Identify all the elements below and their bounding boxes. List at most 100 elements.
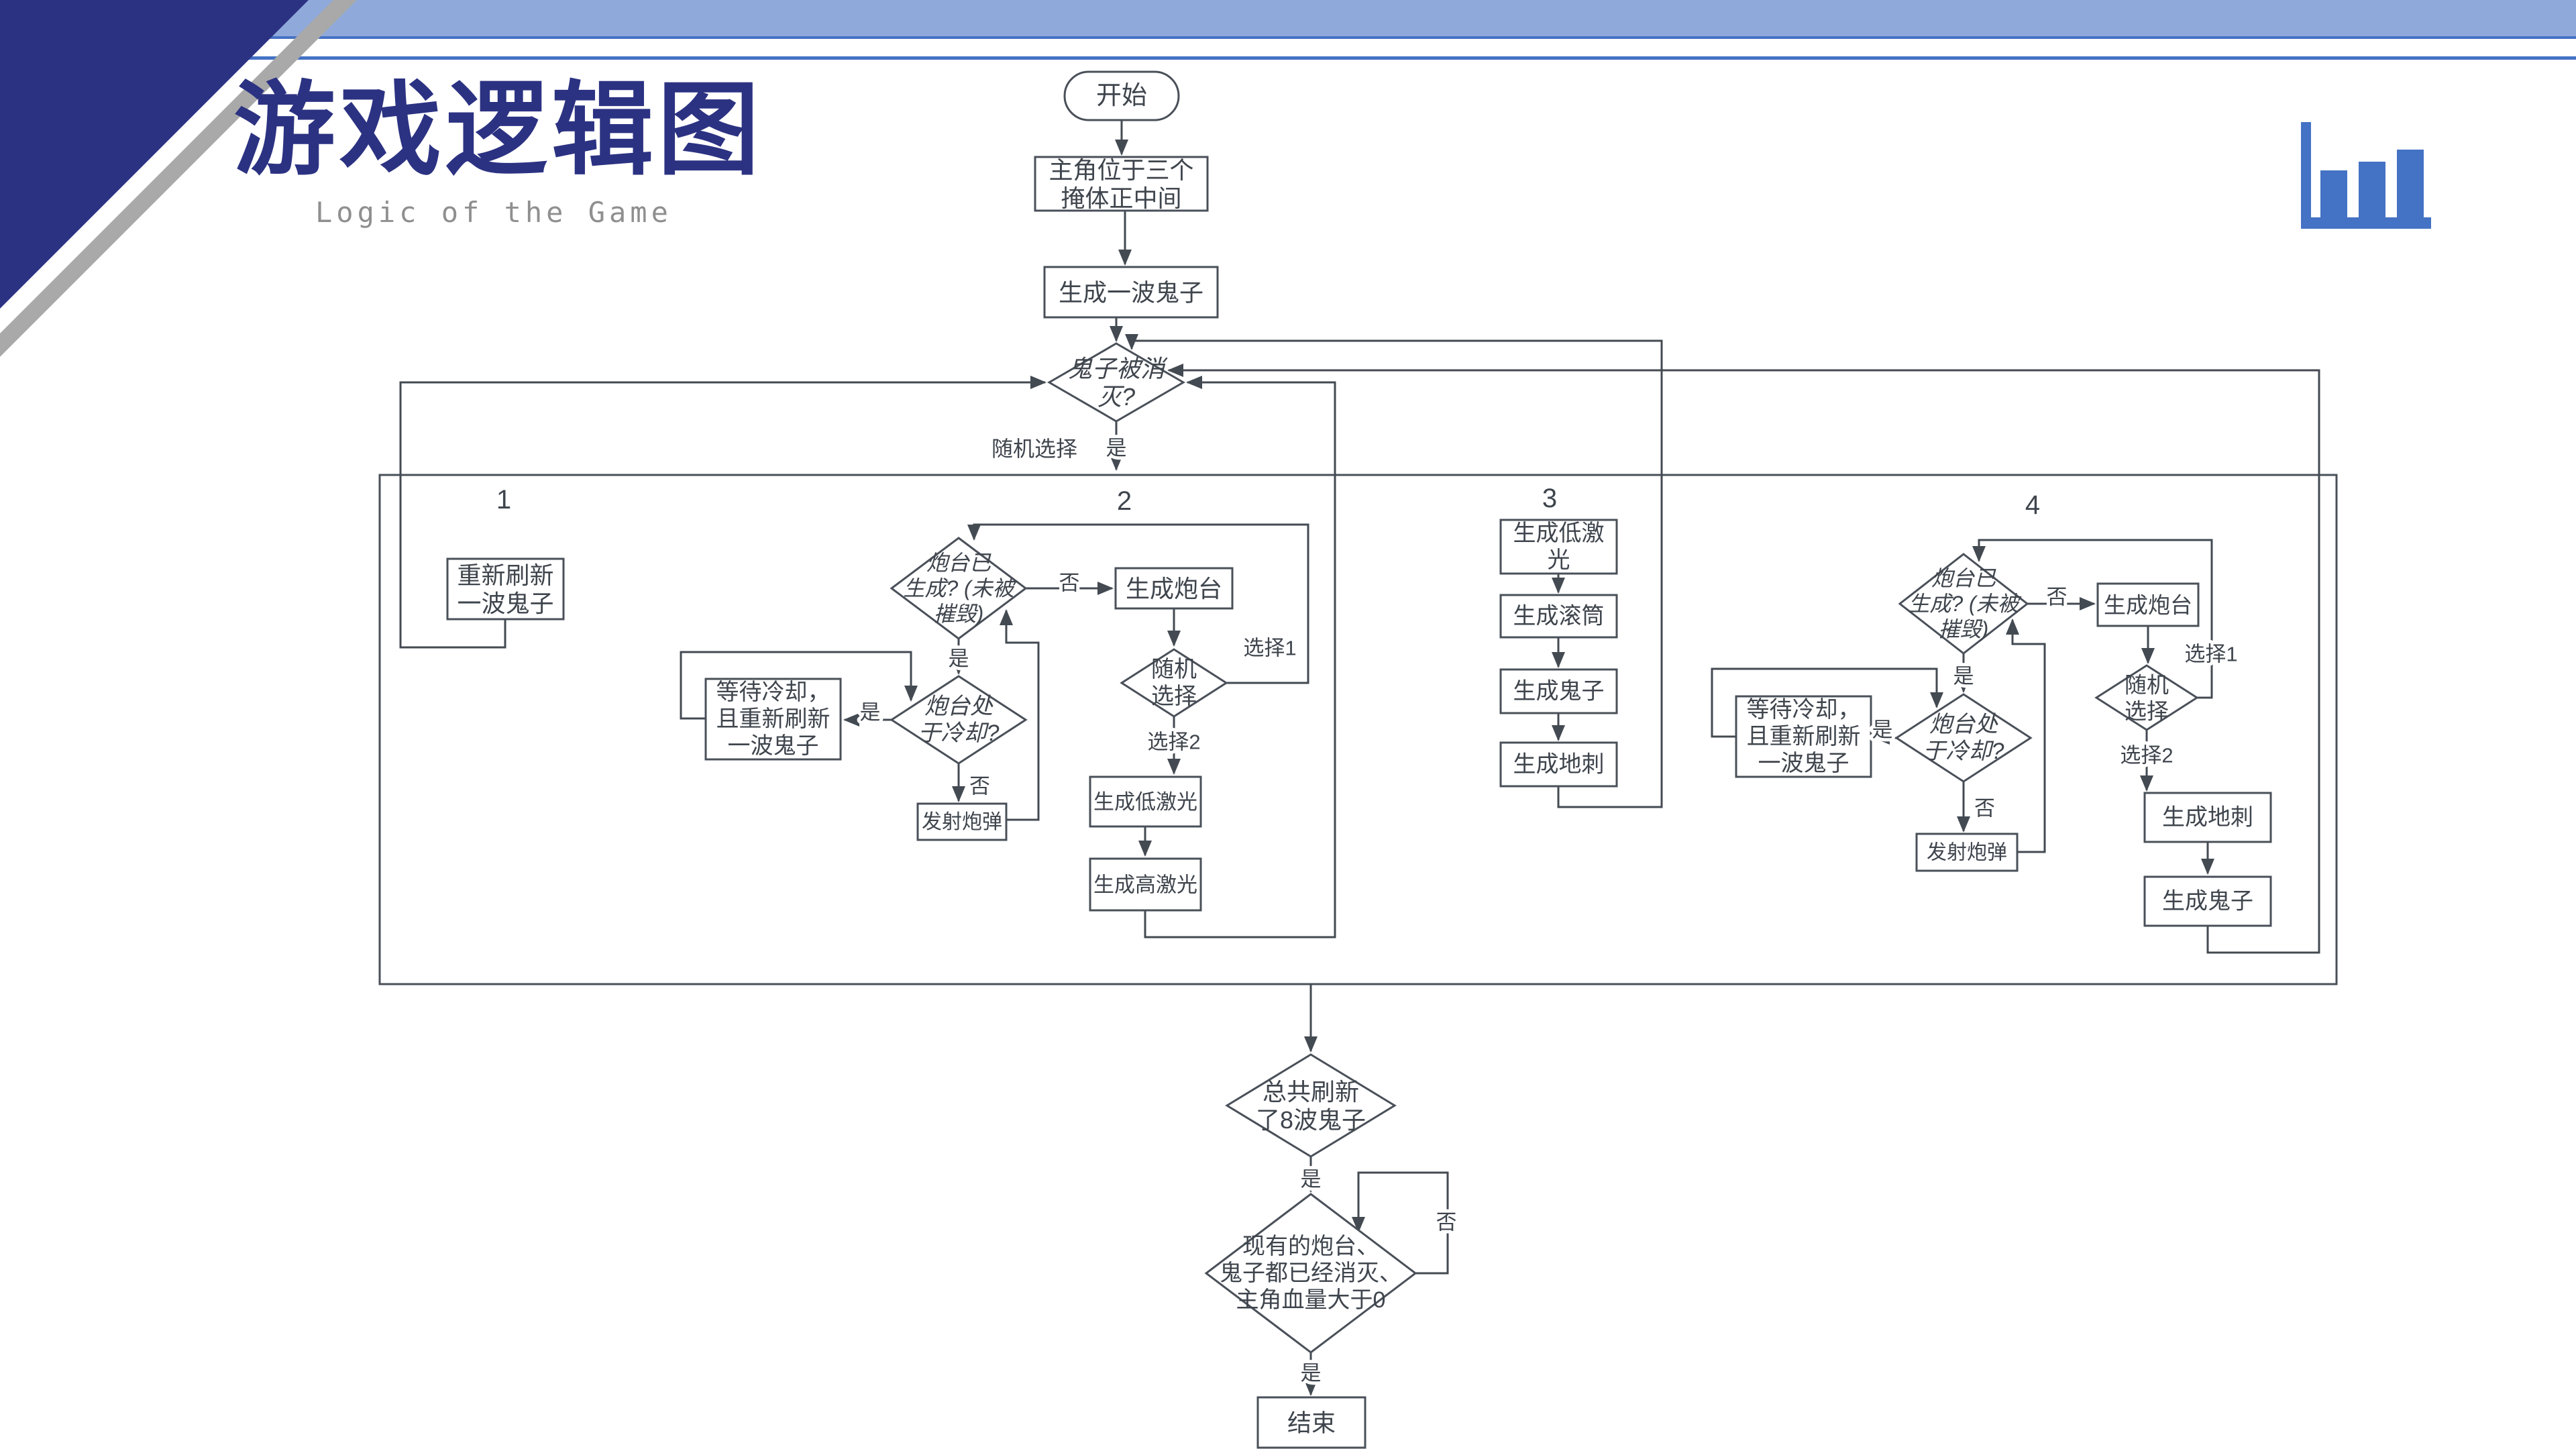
node-b3-low-laser-label: 生成低激光 (1513, 521, 1605, 573)
label-否: 否 (1974, 797, 1995, 820)
node-b3-spike (1499, 741, 1618, 788)
node-b4-wait-label: 等待冷却，且重新刷新一波鬼子 (1747, 697, 1861, 776)
label-否: 否 (969, 775, 990, 798)
label-随机选择: 随机选择 (991, 437, 1077, 461)
label-是: 是 (860, 701, 881, 724)
node-b1-respawn-label: 重新刷新一波鬼子 (457, 561, 553, 616)
node-enemies-killed-label: 鬼子被消灭? (1068, 354, 1168, 410)
node-b4-random (2094, 664, 2199, 731)
label-是: 是 (1872, 718, 1893, 742)
node-all-clear-label: 现有的炮台、鬼子都已经消灭、主角血量大于0 (1220, 1234, 1402, 1313)
node-end (1256, 1396, 1366, 1449)
node-b4-create-turret-label: 生成炮台 (2104, 592, 2192, 617)
node-b2-high-laser (1089, 857, 1202, 912)
edge-clear-no-loop (1352, 1171, 1449, 1275)
edge-b3-end-loop (1125, 334, 1663, 808)
node-b2-high-laser-label: 生成高激光 (1093, 873, 1197, 896)
bar-chart-icon-bar1 (2320, 170, 2347, 217)
top-accent-band (0, 0, 2576, 39)
node-b2-turret-exists (890, 537, 1028, 640)
label-选择1: 选择1 (1243, 637, 1296, 660)
page-title: 游戏逻辑图 (233, 73, 763, 187)
node-start (1063, 70, 1180, 121)
node-b4-fire (1915, 833, 2019, 872)
node-b4-enemy-label: 生成鬼子 (2162, 889, 2253, 914)
node-b4-spike (2143, 792, 2272, 843)
bar-chart-icon-bar3 (2397, 150, 2424, 217)
node-b3-roller (1499, 594, 1618, 639)
node-branch-container (378, 474, 2338, 985)
top-accent-line (0, 56, 2576, 60)
node-b2-turret-exists-label: 炮台已生成? (未被摧毁) (903, 551, 1016, 626)
label-是: 是 (949, 647, 969, 671)
bar-chart-icon-y-axis (2301, 122, 2311, 229)
label-是: 是 (1106, 437, 1127, 460)
node-b2-wait (704, 678, 842, 761)
node-b3-spike-label: 生成地刺 (1513, 752, 1605, 777)
node-total-waves-label: 总共刷新了8波鬼子 (1256, 1077, 1366, 1133)
node-b3-roller-label: 生成滚筒 (1513, 604, 1605, 629)
node-b4-enemy (2143, 875, 2272, 927)
label-选择2: 选择2 (1147, 731, 1200, 754)
label-是: 是 (1301, 1362, 1322, 1385)
edge-b2-end-loop (1144, 376, 1336, 938)
edge-b2-fire-loop (1000, 609, 1040, 821)
label-是: 是 (1953, 665, 1974, 688)
node-start-label: 开始 (1096, 82, 1147, 110)
label-3: 3 (1542, 484, 1557, 513)
node-b2-create-turret (1114, 567, 1234, 610)
node-end-label: 结束 (1287, 1409, 1336, 1436)
node-b4-cooling-label: 炮台处于冷却? (1923, 712, 2004, 764)
node-b2-fire-label: 发射炮弹 (922, 811, 1002, 833)
label-否: 否 (1436, 1211, 1457, 1234)
edge-b4-fire-loop (2006, 619, 2046, 853)
page-subtitle: Logic of the Game (315, 196, 672, 229)
node-b2-low-laser (1089, 775, 1202, 828)
node-pos-cover (1034, 156, 1209, 212)
node-total-waves (1225, 1053, 1397, 1158)
label-2: 2 (1117, 486, 1132, 516)
edge-b4-choice1-loop (1972, 539, 2213, 699)
label-选择1: 选择1 (2184, 643, 2237, 666)
node-b3-low-laser (1499, 519, 1618, 575)
node-b2-cooling-label: 炮台处于冷却? (918, 694, 1000, 746)
node-b4-create-turret (2096, 582, 2200, 627)
node-b2-low-laser-label: 生成低激光 (1093, 790, 1197, 814)
node-b4-turret-exists-label: 炮台已生成? (未被摧毁) (1908, 566, 2021, 641)
label-1: 1 (496, 485, 511, 515)
node-b4-spike-label: 生成地刺 (2162, 805, 2253, 830)
node-b4-turret-exists (1898, 553, 2029, 655)
node-b3-enemy-label: 生成鬼子 (1513, 679, 1605, 704)
node-enemies-killed (1047, 342, 1185, 423)
edge-b4-end-loop (1167, 364, 2320, 954)
node-b4-random-label: 随机选择 (2125, 672, 2169, 723)
edge-b4-wait-loop (1711, 667, 1943, 738)
label-是: 是 (1301, 1168, 1322, 1191)
node-b4-fire-label: 发射炮弹 (1927, 841, 2007, 863)
node-b3-enemy (1499, 668, 1618, 714)
node-all-clear (1204, 1193, 1417, 1354)
node-b2-random-label: 随机选择 (1151, 657, 1197, 709)
label-4: 4 (2025, 490, 2040, 520)
node-b2-random (1120, 648, 1228, 718)
label-否: 否 (2047, 586, 2068, 609)
label-选择2: 选择2 (2120, 744, 2173, 767)
node-b4-cooling (1894, 693, 2033, 783)
bar-chart-icon-x-axis (2301, 217, 2431, 229)
bar-chart-icon-bar2 (2359, 162, 2385, 217)
node-b4-wait (1735, 695, 1872, 778)
node-b2-create-turret-label: 生成炮台 (1126, 575, 1222, 602)
node-b2-cooling (890, 675, 1028, 765)
node-b2-wait-label: 等待冷却，且重新刷新一波鬼子 (716, 680, 830, 759)
node-b1-respawn (446, 557, 565, 621)
node-pos-cover-label: 主角位于三个掩体正中间 (1049, 156, 1193, 211)
edge-b2-choice1-loop (967, 523, 1309, 684)
bar-chart-icon (2301, 122, 2432, 229)
edge-b2-wait-loop (680, 651, 918, 720)
node-spawn-wave (1043, 266, 1219, 319)
label-否: 否 (1059, 572, 1080, 595)
node-b2-fire (916, 802, 1008, 841)
node-spawn-wave-label: 生成一波鬼子 (1059, 278, 1203, 306)
